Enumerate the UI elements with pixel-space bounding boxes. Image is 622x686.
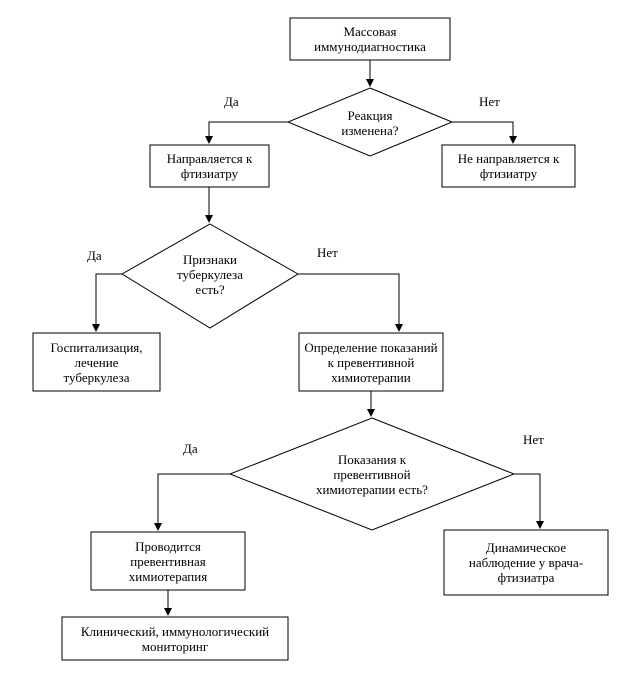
arrow-reaction-yes bbox=[205, 121, 288, 144]
branch-label-no-3: Нет bbox=[523, 432, 544, 447]
branch-label-yes-3: Да bbox=[183, 441, 198, 456]
box-not-sent bbox=[441, 144, 576, 188]
diamond-tb-signs bbox=[121, 223, 299, 329]
arrow-indications-yes bbox=[154, 473, 230, 531]
box-hospitalization bbox=[32, 332, 161, 392]
box-monitoring bbox=[61, 616, 289, 661]
branch-label-no-2: Нет bbox=[317, 245, 338, 260]
branch-label-yes-2: Да bbox=[87, 248, 102, 263]
arrow-signs-no bbox=[298, 273, 403, 332]
branch-label-yes-1: Да bbox=[224, 94, 239, 109]
branch-label-no-1: Нет bbox=[479, 94, 500, 109]
box-dynamic-observation bbox=[443, 529, 609, 596]
diamond-reaction-changed bbox=[286, 87, 454, 157]
arrow-reaction-no bbox=[452, 121, 517, 144]
arrow-indications-no bbox=[514, 473, 544, 529]
box-preventive-therapy bbox=[90, 531, 246, 591]
box-mass-diagnostics bbox=[289, 17, 451, 61]
diamond-indications-exist bbox=[228, 417, 516, 531]
arrow-signs-yes bbox=[92, 273, 122, 332]
